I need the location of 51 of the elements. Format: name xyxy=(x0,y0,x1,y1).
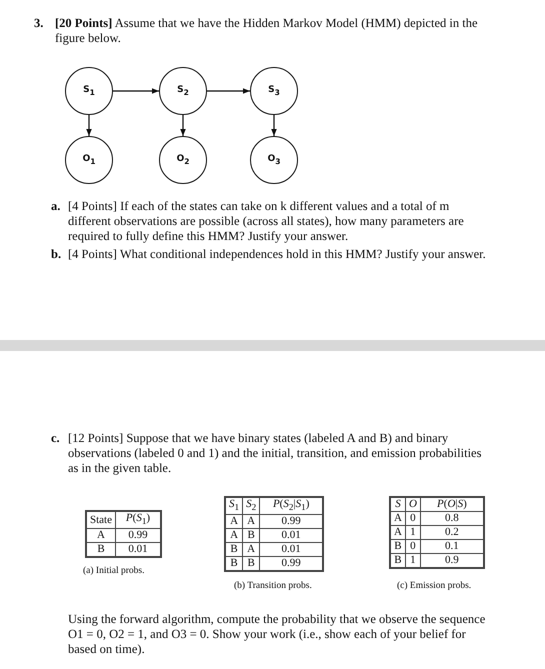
arrow xyxy=(180,115,186,136)
table-cell: B xyxy=(242,528,260,543)
table-cell: S xyxy=(390,497,406,512)
question-number: 3. xyxy=(34,16,44,31)
table-cell: 0.01 xyxy=(260,542,324,557)
state-circle: S$_{3}$ xyxy=(250,67,298,115)
table-cell: 0 xyxy=(405,512,420,526)
state-circle: O$_{2}$ xyxy=(159,136,207,184)
table-caption: (a) Initial probs. xyxy=(83,566,144,576)
table-cell: P(S$_{1}$) xyxy=(116,511,161,529)
table-cell: 0.99 xyxy=(116,528,161,543)
table-cell: P(S$_{2}$|S$_{1}$) xyxy=(260,497,324,515)
arrow xyxy=(86,115,92,136)
question-text: [4 Points] What conditional independences hold in this HMM? Justify your answer. xyxy=(68,247,487,262)
arrow xyxy=(207,88,250,94)
part-label: a. xyxy=(51,199,60,214)
table-cell: 0.2 xyxy=(420,526,484,540)
table-cell: A xyxy=(242,514,260,529)
question-text: [20 Points] Assume that we have the Hidden Markov Model (HMM) depicted in the figure below. xyxy=(55,16,478,46)
table-cell: A xyxy=(86,528,116,543)
table-cell: State xyxy=(86,511,116,529)
table-cell: 1 xyxy=(405,526,420,540)
question-text: Using the forward algorithm, compute the probability that we observe the sequence O1 = 0, O2 = 1, and O3 = 0. Show your work (i.e., show each of your belief for based on time). xyxy=(68,612,486,657)
table-cell: S$_{1}$ xyxy=(225,497,243,515)
table-cell: B xyxy=(225,542,243,557)
table-cell: A xyxy=(225,514,243,529)
table-cell: 0.1 xyxy=(420,540,484,554)
table-caption: (c) Emission probs. xyxy=(397,581,472,591)
table-caption: (b) Transition probs. xyxy=(234,581,312,591)
table-cell: 0 xyxy=(405,540,420,554)
table-cell: A xyxy=(242,542,260,557)
table-cell: A xyxy=(390,526,406,540)
question-text: [4 Points] If each of the states can take on k different values and a total of m different observations are possible (across all states), how many parameters are required to fully define this HMM? Justify your answer. xyxy=(68,199,465,244)
table-cell: S$_{2}$ xyxy=(242,497,260,515)
table-cell: 0.01 xyxy=(260,528,324,543)
arrow xyxy=(113,88,159,94)
table-cell: A xyxy=(225,528,243,543)
part-label: b. xyxy=(51,247,62,262)
arrow xyxy=(271,115,277,136)
state-circle: O$_{3}$ xyxy=(250,136,298,184)
state-circle: S$_{2}$ xyxy=(159,67,207,115)
table-cell: B xyxy=(390,540,406,554)
state-circle: S$_{1}$ xyxy=(65,67,113,115)
table-cell: O xyxy=(405,497,420,512)
table-cell: 0.8 xyxy=(420,512,484,526)
question-text: [12 Points] Suppose that we have binary states (labeled A and B) and binary observations (labeled 0 and 1) and the initial, transition, and emission probabilities as in the given table. xyxy=(68,431,482,476)
state-circle: O$_{1}$ xyxy=(65,136,113,184)
table-cell: 0.99 xyxy=(260,514,324,529)
part-label: c. xyxy=(51,431,60,446)
table-cell: P(O|S) xyxy=(420,497,484,512)
table-cell: A xyxy=(390,512,406,526)
